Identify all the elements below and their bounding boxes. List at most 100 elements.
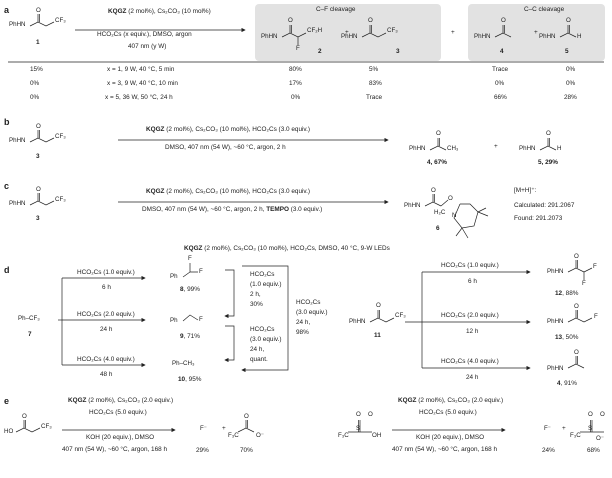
compound-number: 10	[178, 376, 186, 383]
atom-label: N	[452, 212, 457, 219]
branch-time: 24 h	[100, 326, 113, 333]
yield-cell: 0%	[291, 94, 301, 101]
atom-label: PhHN	[547, 318, 564, 325]
plus-sign: +	[494, 143, 498, 150]
atom-label: Ph–CF₃	[18, 315, 40, 322]
compound-number: 6	[436, 225, 440, 232]
product-yield: 12, 88%	[555, 290, 579, 297]
reaction-condition: DMSO, 407 nm (54 W), ~60 °C, argon, 2 h,…	[142, 206, 322, 213]
atom-label: O	[431, 187, 436, 194]
atom-label: PhHN	[474, 33, 491, 40]
atom-label: F⁻	[544, 425, 552, 432]
yield-cell: 5%	[369, 66, 379, 73]
catalyst-name: KQGZ	[184, 245, 203, 252]
yield-cell: 17%	[289, 80, 302, 87]
condition-cell: x = 3, 9 W, 40 °C, 10 min	[107, 80, 178, 87]
product-yield: 13, 50%	[555, 334, 578, 341]
plus-sign: +	[222, 425, 226, 432]
atom-label: O	[368, 17, 373, 24]
atom-label: O	[501, 17, 506, 24]
plus-sign: +	[562, 425, 566, 432]
atom-label: PhHN	[9, 137, 26, 144]
atom-label: O	[600, 411, 605, 418]
compound-number: 2	[318, 48, 322, 55]
atom-label: PhHN	[9, 21, 26, 28]
atom-label: F	[582, 280, 586, 287]
reaction-condition: 407 nm (54 W), ~60 °C, argon, 168 h	[62, 446, 168, 453]
yield-cell: 0%	[566, 66, 576, 73]
step-yield: 30%	[250, 301, 263, 308]
step-condition: 2 h,	[250, 291, 261, 298]
atom-label: O	[36, 123, 41, 130]
yield-cell: Trace	[492, 66, 509, 73]
atom-label: O	[356, 411, 361, 418]
branch-time: 6 h	[102, 284, 111, 291]
condition-cell: x = 1, 9 W, 40 °C, 5 min	[107, 66, 175, 73]
product-yield: 70%	[240, 447, 253, 454]
yield-cell: 0%	[566, 80, 576, 87]
yield-cell: 0%	[30, 80, 40, 87]
yield-value: , 99%	[183, 286, 200, 293]
atom-label: O	[36, 186, 41, 193]
condition-reagents: (2 mol%), Cs₂CO₃ (10 mol%), HCO₂Cs (3.0 …	[166, 188, 311, 195]
product-yield: 68%	[587, 447, 600, 454]
atom-label: O	[288, 17, 293, 24]
atom-label: CF₃	[395, 312, 406, 319]
branch-time: 12 h	[466, 328, 479, 335]
atom-label: F₃C	[570, 432, 581, 439]
condition-reagents: (2 mol%), Cs₂CO₃ (2.0 equiv.)	[418, 397, 504, 404]
atom-label: H₂C	[434, 209, 446, 216]
branch-time: 24 h	[466, 374, 479, 381]
compound-number: 9	[180, 333, 184, 340]
step-condition: (3.0 equiv.)	[250, 336, 282, 343]
atom-label: O	[588, 411, 593, 418]
yield-cell: 28%	[564, 94, 577, 101]
catalyst-name: KQGZ	[398, 397, 417, 404]
atom-label: PhHN	[261, 33, 278, 40]
atom-label: F	[199, 316, 203, 323]
product-yield: 5, 29%	[538, 159, 558, 166]
yield-cell: 80%	[289, 66, 302, 73]
atom-label: O	[436, 130, 441, 137]
reaction-condition: KQGZ (2 mol%), Cs₂CO₃ (2.0 equiv.)	[398, 397, 504, 404]
step-yield: 98%	[296, 329, 309, 336]
atom-label: O	[36, 7, 41, 14]
branch-condition: HCO₂Cs (1.0 equiv.)	[441, 262, 499, 269]
branch-condition: HCO₂Cs (2.0 equiv.)	[441, 312, 499, 319]
yield-value: , 71%	[183, 333, 200, 340]
atom-label: O	[546, 130, 551, 137]
atom-label: HO	[4, 428, 14, 435]
yield-value: , 91%	[560, 380, 577, 387]
branch-condition: HCO₂Cs (2.0 equiv.)	[77, 311, 135, 318]
atom-label: O	[368, 411, 373, 418]
cc-cleavage-box	[468, 4, 605, 61]
step-yield: quant.	[250, 356, 268, 363]
reaction-condition: KQGZ (2 mol%), Cs₂CO₃ (10 mol%), HCO₂Cs …	[146, 126, 310, 133]
step-condition: (3.0 equiv.)	[296, 309, 328, 316]
branch-condition: HCO₂Cs (4.0 equiv.)	[77, 356, 135, 363]
atom-label: H	[557, 145, 562, 152]
plus-sign: +	[534, 29, 538, 36]
reaction-condition: HCO₂Cs (x equiv.), DMSO, argon	[97, 31, 192, 38]
atom-label: OH	[372, 432, 382, 439]
product-yield: 24%	[542, 447, 555, 454]
step-condition: HCO₂Cs	[296, 299, 321, 306]
compound-number: 3	[36, 153, 40, 160]
atom-label: F₃C	[338, 432, 349, 439]
yield-value: , 88%	[562, 290, 579, 297]
reaction-condition: HCO₂Cs (5.0 equiv.)	[419, 409, 477, 416]
atom-label: O⁻	[256, 432, 265, 439]
atom-label: PhHN	[9, 200, 26, 207]
atom-label: CF₃	[41, 423, 52, 430]
condition-cell: x = 5, 36 W, 50 °C, 24 h	[105, 94, 173, 101]
catalyst-name: KQGZ	[146, 188, 165, 195]
panel-label-a: a	[4, 5, 10, 15]
atom-label: CF₃	[55, 17, 66, 24]
ms-found: Found: 291.2073	[514, 215, 563, 222]
compound-number: 12	[555, 290, 563, 297]
reaction-condition: KOH (20 equiv.), DMSO	[86, 434, 155, 441]
atom-label: H	[577, 33, 582, 40]
product-yield: 8, 99%	[180, 286, 200, 293]
atom-label: CF₂H	[307, 27, 323, 34]
